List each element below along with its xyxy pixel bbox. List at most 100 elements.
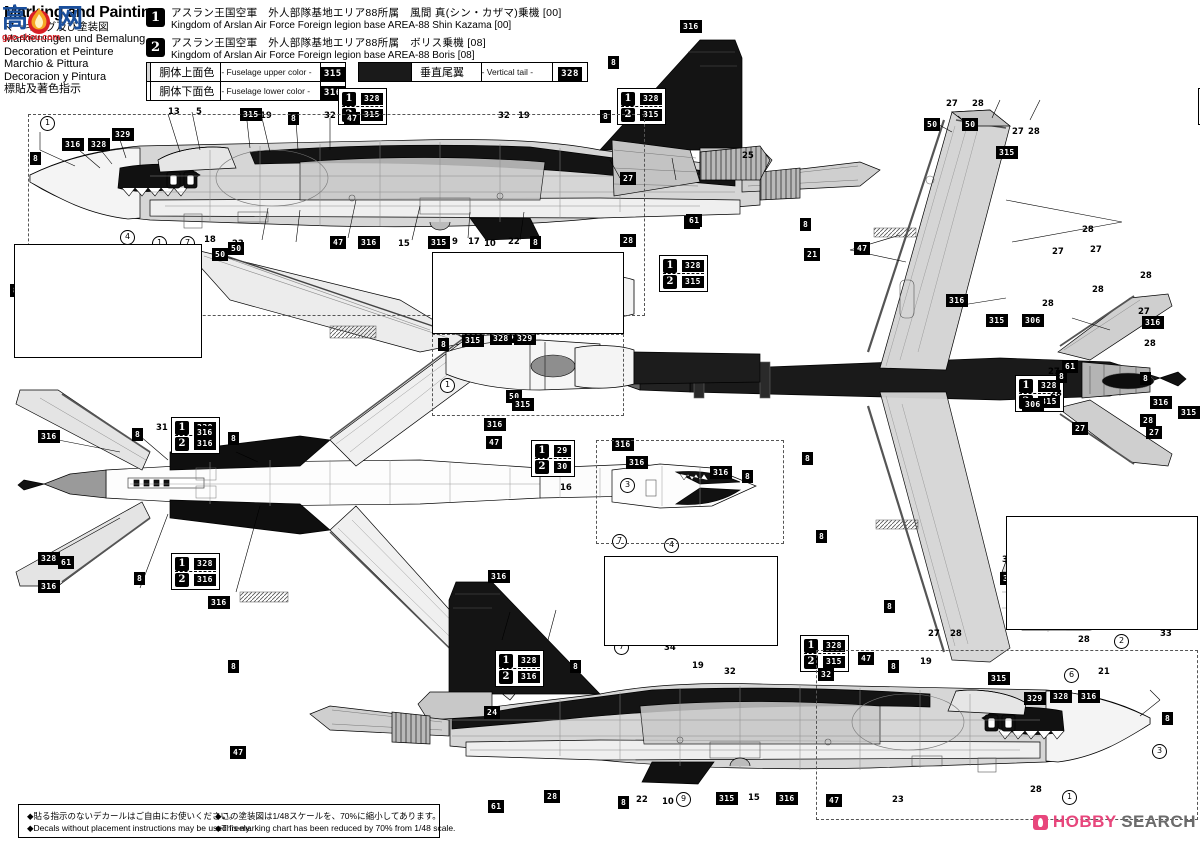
paint-code-chip: 316 (946, 294, 968, 307)
paint-code-chip: 50 (228, 242, 245, 255)
paint-code-chip: 28 (544, 790, 561, 803)
paint-code-chip: 316 (776, 792, 798, 805)
part-number-circle: 1 (440, 378, 455, 393)
paint-code-chip: 8 (816, 530, 828, 543)
paint-code-chip: 8 (228, 660, 240, 673)
paint-code-chip: 315 (986, 314, 1008, 327)
color-label-en-upper: - Fuselage upper color - (220, 62, 321, 82)
scheme-callout-code: 328 (361, 92, 383, 105)
part-number-label: 32 (724, 667, 736, 677)
paint-code-chip: 24 (484, 706, 501, 719)
frame-nose-bottom-scheme1 (596, 440, 784, 544)
paint-code-chip: 27 (1072, 422, 1089, 435)
color-row-tail: 垂直尾翼 - Vertical tail - 328 (358, 62, 588, 82)
part-number-label: 28 (1042, 299, 1054, 309)
paint-code-chip: 50 (962, 118, 979, 131)
scheme-callout-code: 30 (554, 460, 571, 473)
scheme-legend-1: 1 アスラン王国空軍 外人部隊基地エリア88所属 風間 真(シン・カザマ)乗機 … (146, 7, 562, 31)
paint-code-chip: 8 (618, 796, 630, 809)
part-number-label: 27 (1052, 247, 1064, 257)
paint-code-chip: 316 (1142, 316, 1164, 329)
paint-code-chip: 315 (1178, 406, 1200, 419)
scheme-callout-badge: 1 (342, 91, 356, 106)
scheme-callout-badge: 2 (499, 669, 513, 684)
scheme-callout-row: 1 328 (804, 638, 845, 653)
paint-code-chip: 306 (1022, 398, 1044, 411)
paint-code-chip: 8 (1140, 372, 1152, 385)
part-number-label: 22 (508, 237, 520, 247)
frame-nose-top-scheme2 (432, 252, 624, 334)
scheme-callout-badge: 1 (804, 638, 818, 653)
lang-es: Decoracion y Pintura (4, 70, 107, 83)
color-code-upper-cell: 315 (319, 62, 347, 82)
frame-nose-top-scheme1 (432, 334, 624, 416)
scheme-callout-badge: 2 (175, 572, 189, 587)
part-number-label: 28 (1140, 271, 1152, 281)
paint-code-chip: 306 (1022, 314, 1044, 327)
color-swatch-328 (358, 62, 412, 82)
paint-code-chip: 8 (570, 660, 582, 673)
color-code-tail-cell: 328 (552, 62, 588, 82)
part-number-circle: 2 (1114, 634, 1129, 649)
color-table-fuselage: 胴体上面色 - Fuselage upper color - 315 胴体下面色… (145, 62, 347, 101)
scheme-callout-code: 328 (682, 259, 704, 272)
part-number-label: 28 (1030, 785, 1042, 795)
scheme-callout-row: 1 328 (342, 91, 383, 106)
part-number-circle: 1 (40, 116, 55, 131)
footer-notes: ◆貼る指示のないデカールはご自由にお使いください。 ◆Decals withou… (18, 804, 455, 838)
paint-code-chip: 315 (996, 146, 1018, 159)
frame-left-profile (28, 114, 645, 316)
part-number-label: 17 (468, 237, 480, 247)
scheme-callout-badge: 2 (663, 274, 677, 289)
paint-code-chip: 28 (1140, 414, 1157, 427)
paint-code-chip: 328 (1050, 690, 1072, 703)
part-number-circle: 9 (676, 792, 691, 807)
paint-code-chip: 316 (488, 570, 510, 583)
paint-code-chip: 61 (686, 214, 703, 227)
paint-code-chip: 8 (884, 600, 896, 613)
part-number-label: 10 (484, 239, 496, 249)
part-number-label: 5 (196, 107, 202, 117)
paint-code-chip: 316 (358, 236, 380, 249)
part-number-label: 27 (1090, 245, 1102, 255)
scheme-callout-row: 2 316 (499, 668, 540, 684)
part-number-label: 18 (204, 235, 216, 245)
part-number-label: 28 (972, 99, 984, 109)
paint-code-chip: 8 (608, 56, 620, 69)
scheme-callout-code: 328 (1038, 379, 1060, 392)
paint-code-chip: 47 (230, 746, 247, 759)
paint-code-chip: 8 (288, 112, 300, 125)
scheme-callout-code: 328 (518, 654, 540, 667)
paint-code-chip: 8 (30, 152, 42, 165)
paint-code-chip: 28 (620, 234, 637, 247)
part-number-circle: 1 (1062, 790, 1077, 805)
scheme-2-jp: アスラン王国空軍 外人部隊基地エリア88所属 ボリス乗機 [08] (171, 37, 487, 49)
frame-nose-right-scheme2 (1006, 516, 1198, 630)
paint-code-chip: 8 (438, 338, 450, 351)
part-number-label: 27 (928, 629, 940, 639)
scheme-callout-code: 316 (518, 670, 540, 683)
scheme-callout-code: 328 (823, 639, 845, 652)
paint-code-chip: 316 (208, 596, 230, 609)
footer-note-2-jp: ◆この塗装図は1/48スケールを、70%に縮小してあります。 (215, 811, 441, 821)
paint-code-chip: 316 (1078, 690, 1100, 703)
part-number-circle: 3 (1152, 744, 1167, 759)
paint-code-chip: 47 (826, 794, 843, 807)
paint-code-chip: 316 (680, 20, 702, 33)
part-number-circle: 6 (1064, 668, 1079, 683)
frame-nose-left-scheme2 (14, 244, 202, 358)
paint-code-chip: 329 (1024, 692, 1046, 705)
part-number-label: 33 (1160, 629, 1172, 639)
paint-code-chip: 61 (1062, 360, 1079, 373)
scheme-callout-code: 29 (554, 444, 571, 457)
paint-code-chip: 32 (818, 668, 835, 681)
paint-code-chip: 61 (488, 800, 505, 813)
paint-code-chip: 315 (428, 236, 450, 249)
